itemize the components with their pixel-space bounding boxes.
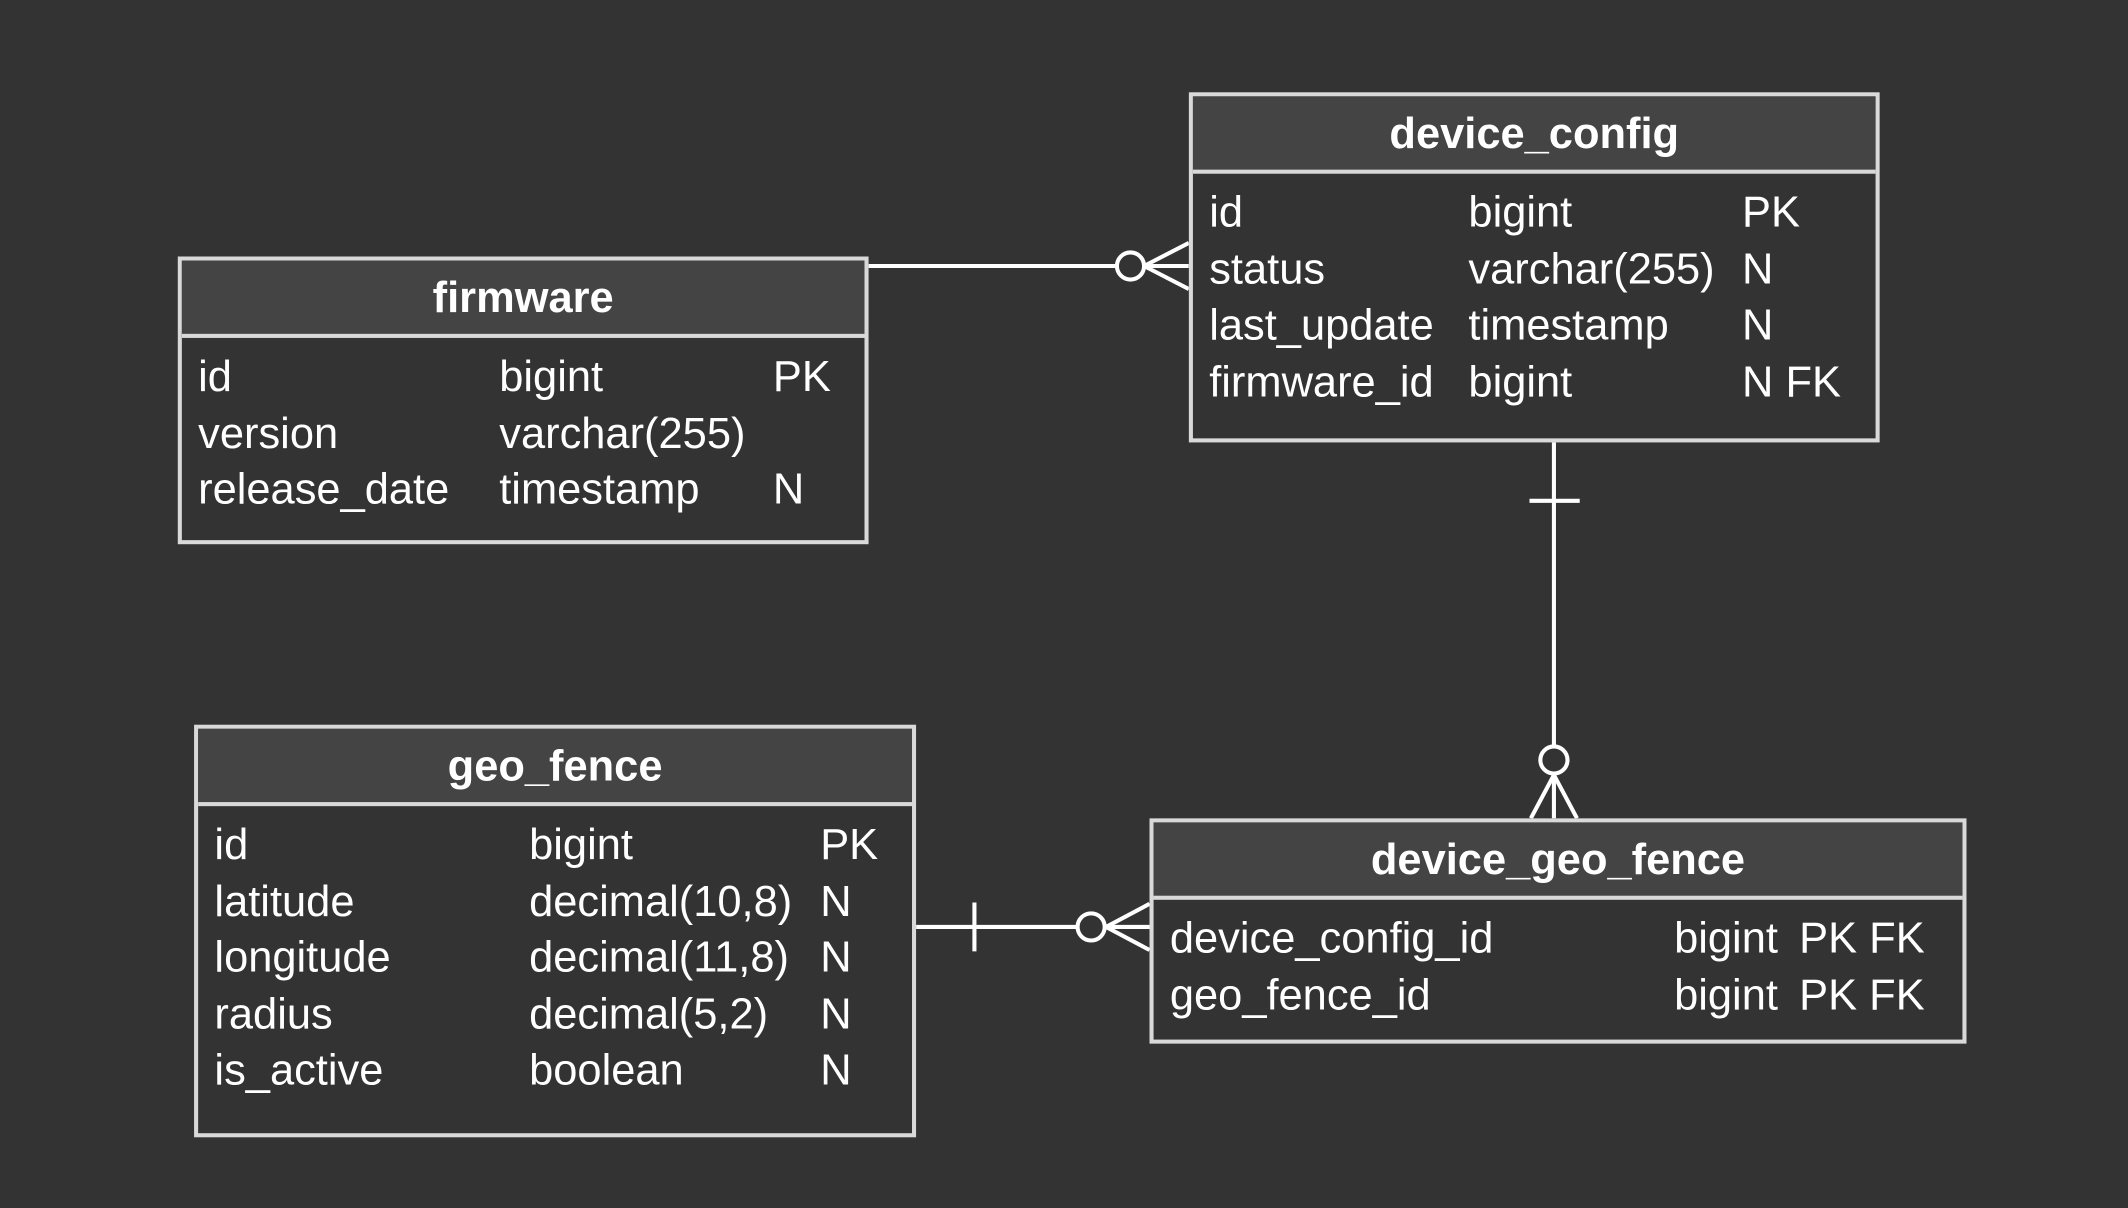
- column-row: last_update timestamp N: [1209, 297, 1875, 353]
- column-row: id bigint PK: [214, 817, 912, 873]
- crowfoot-prong: [1552, 773, 1579, 820]
- column-row: version varchar(255): [198, 405, 864, 461]
- column-flags: N FK: [1742, 356, 1841, 406]
- column-flags: N: [820, 988, 852, 1038]
- entity-title: device_config: [1192, 96, 1876, 174]
- column-type: bigint: [529, 819, 633, 869]
- column-type: bigint: [1468, 187, 1573, 237]
- entity-title: geo_fence: [198, 728, 912, 807]
- crowfoot-prong: [1529, 773, 1556, 820]
- column-row: id bigint PK: [198, 349, 864, 405]
- crowfoot-prong: [1143, 241, 1190, 268]
- crowfoot-prong: [1143, 264, 1190, 291]
- column-flags: N: [772, 464, 805, 513]
- column-type: decimal(10,8): [529, 876, 793, 925]
- column-name: is_active: [214, 1044, 384, 1094]
- column-name: firmware_id: [1209, 356, 1434, 406]
- column-type: decimal(5,2): [529, 988, 769, 1038]
- column-type: bigint: [1674, 913, 1778, 963]
- column-row: release_date timestamp N: [198, 461, 864, 517]
- column-name: device_config_id: [1169, 913, 1494, 963]
- column-type: varchar(255): [1468, 243, 1715, 293]
- column-flags: [773, 405, 865, 461]
- column-flags: PK: [820, 819, 879, 869]
- column-name: id: [198, 351, 232, 401]
- column-type: bigint: [1674, 969, 1778, 1019]
- column-row: radius decimal(5,2) N: [214, 986, 912, 1042]
- column-row: latitude decimal(10,8) N: [214, 873, 912, 929]
- column-type: bigint: [1468, 356, 1573, 406]
- column-row: firmware_id bigint N FK: [1209, 354, 1875, 410]
- column-name: last_update: [1209, 299, 1434, 349]
- column-flags: N: [820, 876, 852, 925]
- column-name: release_date: [198, 464, 450, 513]
- zero-optional-circle: [1075, 911, 1107, 943]
- crowfoot-prong: [1105, 925, 1151, 952]
- column-type: bigint: [499, 351, 604, 401]
- column-name: longitude: [214, 932, 391, 982]
- column-type: timestamp: [1468, 299, 1669, 349]
- column-type: decimal(11,8): [529, 932, 789, 982]
- column-name: status: [1209, 243, 1326, 293]
- column-name: version: [198, 407, 339, 457]
- column-flags: PK: [1742, 187, 1800, 237]
- column-name: latitude: [214, 876, 355, 925]
- column-name: id: [214, 819, 249, 869]
- column-type: varchar(255): [499, 407, 746, 457]
- column-flags: PK FK: [1799, 969, 1925, 1019]
- entity-title: firmware: [181, 260, 865, 338]
- column-name: geo_fence_id: [1169, 969, 1431, 1019]
- column-row: device_config_id bigint PK FK: [1170, 911, 1963, 967]
- column-name: radius: [214, 988, 333, 1038]
- column-flags: PK FK: [1799, 913, 1925, 963]
- crowfoot-prong: [1105, 902, 1151, 929]
- zero-optional-circle: [1538, 744, 1570, 776]
- column-row: status varchar(255) N: [1209, 241, 1875, 297]
- column-name: id: [1209, 187, 1244, 237]
- column-row: geo_fence_id bigint PK FK: [1170, 967, 1963, 1023]
- column-flags: N: [820, 932, 852, 982]
- column-flags: N: [1742, 299, 1774, 349]
- zero-optional-circle: [1114, 250, 1147, 282]
- column-flags: PK: [772, 351, 831, 401]
- column-type: timestamp: [499, 464, 700, 513]
- entity-title: device_geo_fence: [1153, 822, 1963, 900]
- column-type: boolean: [529, 1044, 684, 1094]
- column-flags: N: [820, 1044, 852, 1094]
- column-row: longitude decimal(11,8) N: [214, 930, 912, 986]
- column-flags: N: [1742, 243, 1774, 293]
- column-row: is_active boolean N: [214, 1042, 912, 1098]
- column-row: id bigint PK: [1209, 185, 1875, 241]
